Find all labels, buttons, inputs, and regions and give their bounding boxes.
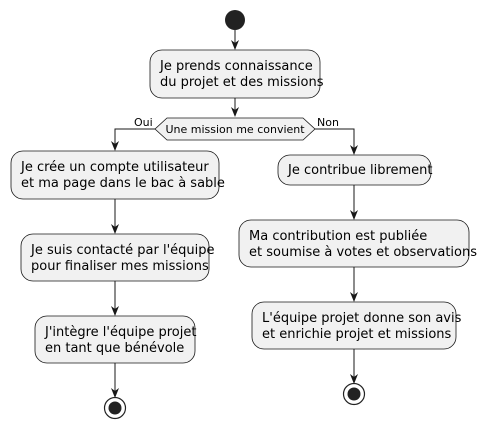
start-node <box>225 10 245 30</box>
end-node-left <box>103 396 127 420</box>
activity-left3-line2: en tant que bénévole <box>45 341 184 356</box>
end-node-right <box>342 382 366 406</box>
activity-right2: Ma contribution est publiée et soumise à… <box>238 219 477 268</box>
activity-step1-line1: Je prends connaissance <box>159 59 313 74</box>
activity-step1: Je prends connaissance du projet et des … <box>149 49 324 99</box>
activity-right2-line2: et soumise à votes et observations <box>249 245 477 260</box>
activity-left1-line2: et ma page dans le bac à sable <box>21 176 225 191</box>
activity-left1: Je crée un compte utilisateur et ma page… <box>10 150 225 200</box>
decision-node: Une mission me convient Oui Non <box>134 116 339 141</box>
activity-left2: Je suis contacté par l'équipe pour final… <box>20 233 215 282</box>
activity-right1: Je contribue librement <box>277 154 433 186</box>
activity-right3: L'équipe projet donne son avis et enrich… <box>251 301 462 350</box>
edges <box>111 30 358 398</box>
activity-right3-line1: L'équipe projet donne son avis <box>262 311 462 326</box>
activity-left2-line2: pour finaliser mes missions <box>31 259 209 274</box>
edge-decision-left <box>111 128 155 151</box>
activity-right1-line1: Je contribue librement <box>287 163 433 178</box>
activity-right3-line2: et enrichie projet et missions <box>262 327 452 342</box>
activity-left3: J'intègre l'équipe projet en tant que bé… <box>34 315 196 364</box>
decision-no-label: Non <box>317 116 339 129</box>
edge-decision-right <box>315 128 358 155</box>
decision-label: Une mission me convient <box>165 123 305 136</box>
activity-left1-line1: Je crée un compte utilisateur <box>20 160 209 175</box>
activity-right2-line1: Ma contribution est publiée <box>249 229 427 244</box>
decision-yes-label: Oui <box>134 116 153 129</box>
activity-step1-line2: du projet et des missions <box>160 75 324 90</box>
activity-left3-line1: J'intègre l'équipe projet <box>44 325 196 340</box>
activity-left2-line1: Je suis contacté par l'équipe <box>30 243 215 258</box>
